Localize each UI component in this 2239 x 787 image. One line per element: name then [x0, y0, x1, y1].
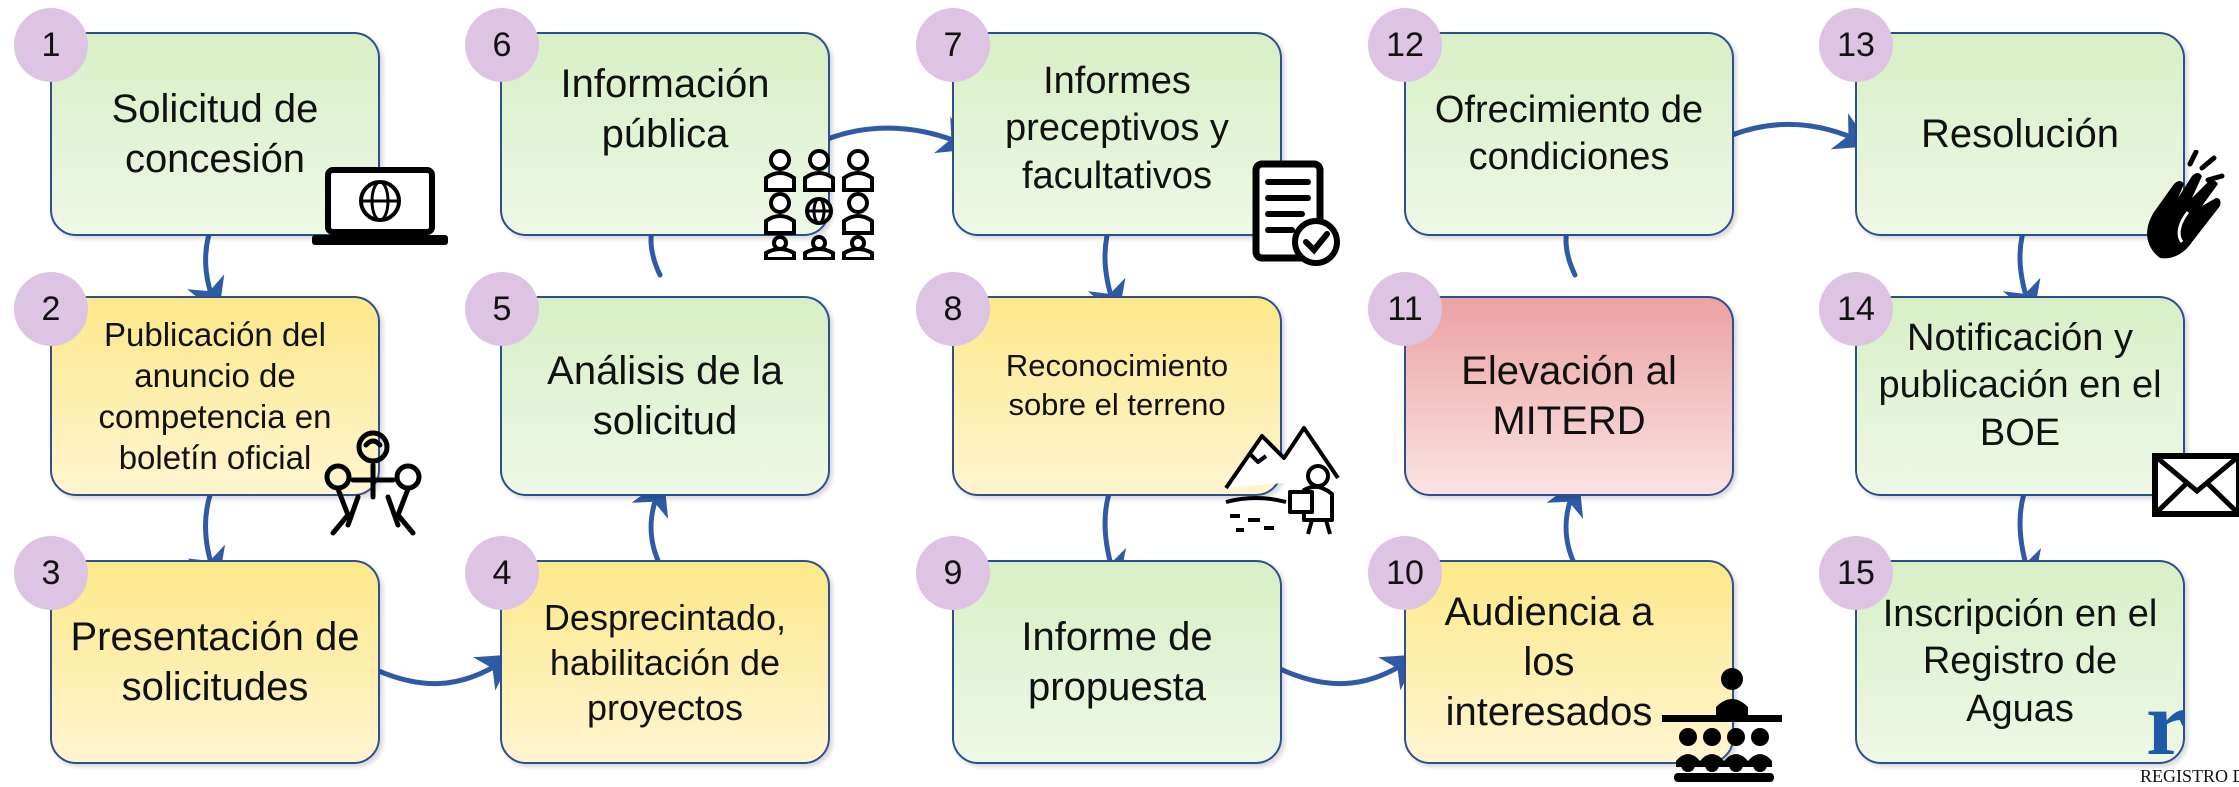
step-label: Informe de propuesta: [1021, 615, 1213, 709]
step-label: Información pública: [560, 62, 770, 156]
step-number-badge: 13: [1819, 8, 1893, 82]
clapping-hands-icon: [2147, 150, 2225, 259]
public-audience-icon: [764, 149, 874, 260]
step-number-badge: 1: [14, 8, 88, 82]
step-label: Análisis de la solicitud: [547, 349, 783, 443]
step-box-9: Informe de propuesta: [952, 560, 1282, 764]
step-number-badge: 3: [14, 536, 88, 610]
step-label: Informes preceptivos y facultativos: [1005, 59, 1229, 197]
step-label: Inscripción en el Registro de Aguas: [1882, 592, 2158, 730]
step-label: Notificación y publicación en el BOE: [1878, 316, 2162, 454]
field-survey-icon: [1224, 426, 1340, 535]
step-number-badge: 2: [14, 272, 88, 346]
step-label: Solicitud de concesión: [111, 87, 319, 181]
logo-letter: r: [2146, 690, 2187, 766]
step-number-badge: 5: [465, 272, 539, 346]
step-box-4: Desprecintado, habilitación de proyectos: [500, 560, 830, 764]
step-number-badge: 4: [465, 536, 539, 610]
arrow-4-5: [631, 478, 669, 568]
step-box-11: Elevación al MITERD: [1404, 296, 1734, 496]
step-box-12: Ofrecimiento de condiciones: [1404, 32, 1734, 236]
step-number-badge: 9: [916, 536, 990, 610]
step-number-badge: 14: [1819, 272, 1893, 346]
registro-logo-icon: r: [2146, 690, 2187, 766]
step-box-8: Reconocimiento sobre el terreno: [952, 296, 1282, 496]
step-box-5: Análisis de la solicitud: [500, 296, 830, 496]
step-box-13: Resolución: [1855, 32, 2185, 236]
step-label: Audiencia a los interesados: [1444, 590, 1654, 734]
step-number-badge: 7: [916, 8, 990, 82]
step-number-badge: 10: [1368, 536, 1442, 610]
audience-icon: [1662, 668, 1782, 782]
laptop-globe-icon: [312, 167, 448, 245]
registro-logo-text: REGISTRO DE AG: [2140, 766, 2239, 786]
step-label: Desprecintado, habilitación de proyectos: [543, 596, 787, 728]
step-label: Reconocimiento sobre el terreno: [1005, 348, 1229, 422]
step-label: Elevación al MITERD: [1461, 349, 1677, 443]
document-check-icon: [1252, 160, 1340, 266]
step-number-badge: 11: [1368, 272, 1442, 346]
people-group-icon: [324, 430, 422, 536]
step-label: Ofrecimiento de condiciones: [1434, 88, 1704, 179]
step-label: Publicación del anuncio de competencia e…: [98, 315, 332, 477]
step-box-3: Presentación de solicitudes: [50, 560, 380, 764]
step-number-badge: 6: [465, 8, 539, 82]
step-label: Resolución: [1921, 112, 2119, 156]
step-box-14: Notificación y publicación en el BOE: [1855, 296, 2185, 496]
step-box-2: Publicación del anuncio de competencia e…: [50, 296, 380, 496]
arrow-3-4: [369, 654, 514, 691]
step-number-badge: 15: [1819, 536, 1893, 610]
envelope-icon: [2152, 453, 2239, 517]
step-box-15: Inscripción en el Registro de Aguas: [1855, 560, 2185, 764]
arrow-10-11: [1546, 478, 1584, 568]
step-box-10: Audiencia a los interesados: [1404, 560, 1734, 764]
arrow-6-7: [822, 116, 975, 154]
step-label: Presentación de solicitudes: [70, 615, 360, 709]
arrow-12-13: [1729, 113, 1872, 150]
arrow-9-10: [1275, 654, 1419, 691]
step-number-badge: 8: [916, 272, 990, 346]
step-box-7: Informes preceptivos y facultativos: [952, 32, 1282, 236]
step-number-badge: 12: [1368, 8, 1442, 82]
